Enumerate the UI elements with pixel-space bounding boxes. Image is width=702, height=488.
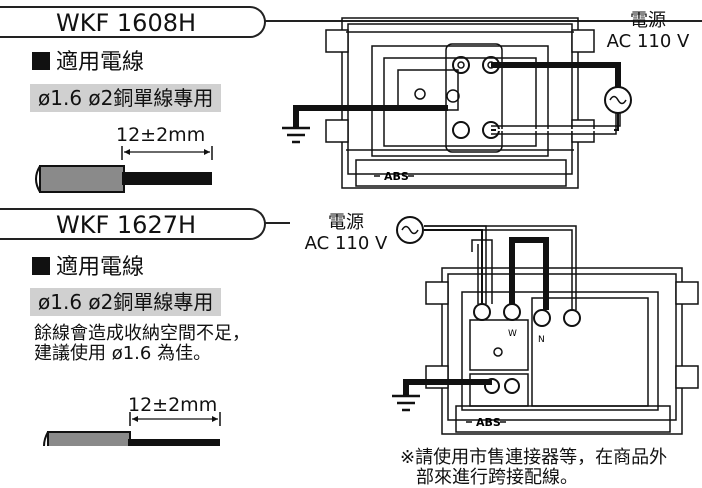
top-abs-marking: ABS: [374, 170, 414, 183]
bottom-wiring-diagram: W N ABS: [43, 216, 699, 446]
top-stripped-wire: [35, 146, 213, 193]
square-bullet-icon: [32, 52, 50, 70]
top-wire-heading: 適用電線: [32, 49, 144, 77]
bottom-abs-marking: ABS: [466, 416, 506, 429]
top-model-label: WKF 1608H: [0, 6, 266, 38]
bottom-wire-spec: ø1.6 ø2銅單線專用: [30, 288, 222, 316]
svg-text:W: W: [508, 329, 517, 339]
top-wiring-diagram: ABS: [35, 17, 632, 193]
bottom-ac-source-icon: [396, 216, 424, 244]
bottom-power-label: 電源 AC 110 V: [304, 212, 388, 254]
bottom-power-wires: [424, 225, 577, 310]
svg-text:N: N: [538, 335, 545, 345]
svg-text:ABS: ABS: [476, 416, 501, 429]
top-strip-length: 12±2mm: [116, 124, 206, 146]
svg-text:ABS: ABS: [384, 170, 409, 183]
bottom-strip-length: 12±2mm: [128, 394, 218, 416]
bottom-stripped-wire: [43, 412, 221, 446]
bottom-terminal-labels: W N: [508, 329, 545, 345]
top-power-label: 電源 AC 110 V: [606, 10, 690, 52]
bottom-switch-body: [425, 267, 699, 435]
bottom-model-label: WKF 1627H: [0, 208, 266, 240]
top-wire-spec: ø1.6 ø2銅單線專用: [30, 84, 222, 112]
top-ground-icon: [282, 105, 448, 144]
bottom-wire-heading: 適用電線: [32, 254, 144, 282]
bottom-note: 餘線會造成收納空間不足， 建議使用 ø1.6 為佳。: [34, 323, 250, 364]
top-power-wires: [491, 62, 621, 135]
square-bullet-icon: [32, 257, 50, 275]
top-switch-body: [325, 17, 595, 189]
top-ac-source-icon: [604, 86, 632, 114]
top-section-rule: [0, 20, 702, 22]
bottom-ground-icon: [392, 379, 492, 412]
bottom-footnote: ※請使用市售連接器等，在商品外 部來進行跨接配線。: [400, 447, 668, 488]
